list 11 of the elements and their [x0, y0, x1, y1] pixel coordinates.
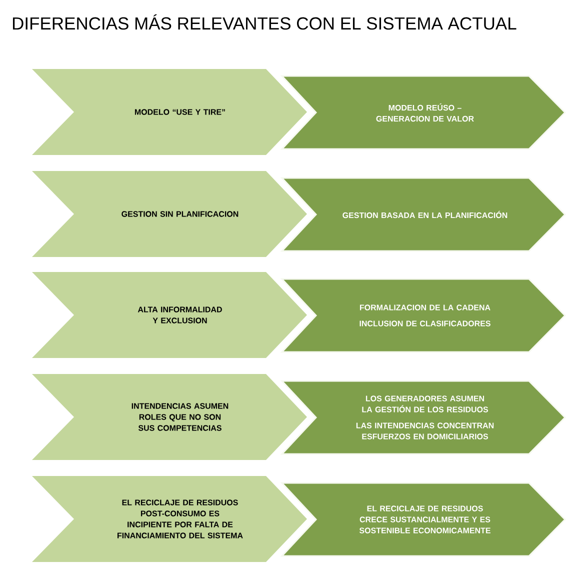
chevron-box: GESTION BASADA EN LA PLANIFICACIÓN [280, 177, 566, 252]
chevron-box: EL RECICLAJE DE RESIDUOS POST-CONSUMO ES INCIPIENTE POR FALTA DE FINANCIAMIENTO DEL SISTEMA [32, 476, 307, 562]
chevron-box: MODELO “USE Y TIRE” [32, 69, 307, 155]
chevron-box: FORMALIZACION DE LA CADENA INCLUSION DE CLASIFICADORES [280, 278, 566, 353]
chevron-box: EL RECICLAJE DE RESIDUOS CRECE SUSTANCIALMENTE Y ES SOSTENIBLE ECONOMICAMENTE [280, 482, 566, 557]
title: DIFERENCIAS MÁS RELEVANTES CON EL SISTEMA ACTUAL [12, 14, 516, 30]
chevron-box: ALTA INFORMALIDAD Y EXCLUSION [32, 272, 307, 358]
chevron-box: GESTION SIN PLANIFICACION [32, 171, 307, 257]
chevron-box: LOS GENERADORES ASUMEN LA GESTIÓN DE LOS RESIDUOS LAS INTENDENCIAS CONCENTRAN ESFUERZOS EN DOMICILIARIOS [280, 380, 566, 455]
chevron-box: MODELO REÚSO – GENERACION DE VALOR [280, 75, 566, 150]
chevron-box: INTENDENCIAS ASUMEN ROLES QUE NO SON SUS COMPETENCIAS [32, 374, 307, 460]
